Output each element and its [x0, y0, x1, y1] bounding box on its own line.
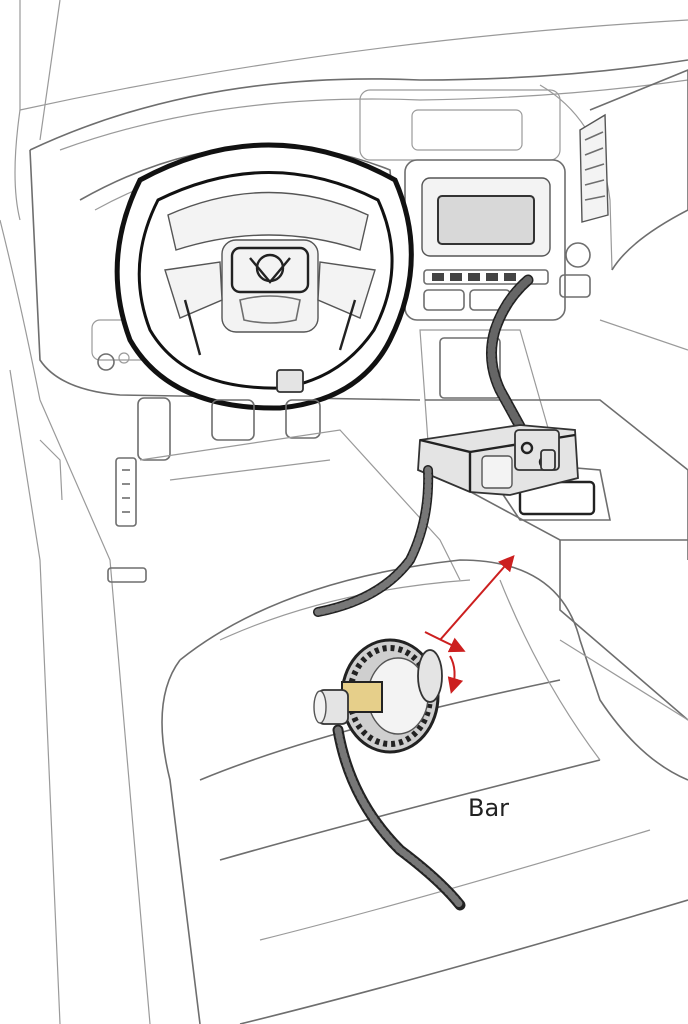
- pedals: [137, 397, 321, 461]
- direction-arrow: [439, 554, 515, 641]
- gear-adjuster: [313, 638, 466, 911]
- floor: [139, 429, 461, 581]
- driver-seat: [161, 559, 688, 1024]
- air-vent-right: [579, 113, 609, 223]
- center-stack: [404, 159, 591, 321]
- wiring-harness-lower: [313, 465, 434, 617]
- windshield: [14, 0, 688, 221]
- rotation-arrow-side: [447, 655, 464, 694]
- annotation-arrows: [424, 554, 515, 694]
- left-door: [0, 219, 151, 1024]
- center-console: [419, 319, 688, 721]
- dashboard: [29, 59, 688, 401]
- wiring-harness-upper: [485, 274, 534, 436]
- part-label: Bar: [468, 794, 510, 822]
- steering-wheel: [114, 142, 414, 411]
- rotation-arrow-top: [424, 631, 466, 653]
- connector-module: [417, 424, 579, 496]
- radio-buttons: [432, 273, 516, 281]
- radio-screen: [437, 195, 535, 245]
